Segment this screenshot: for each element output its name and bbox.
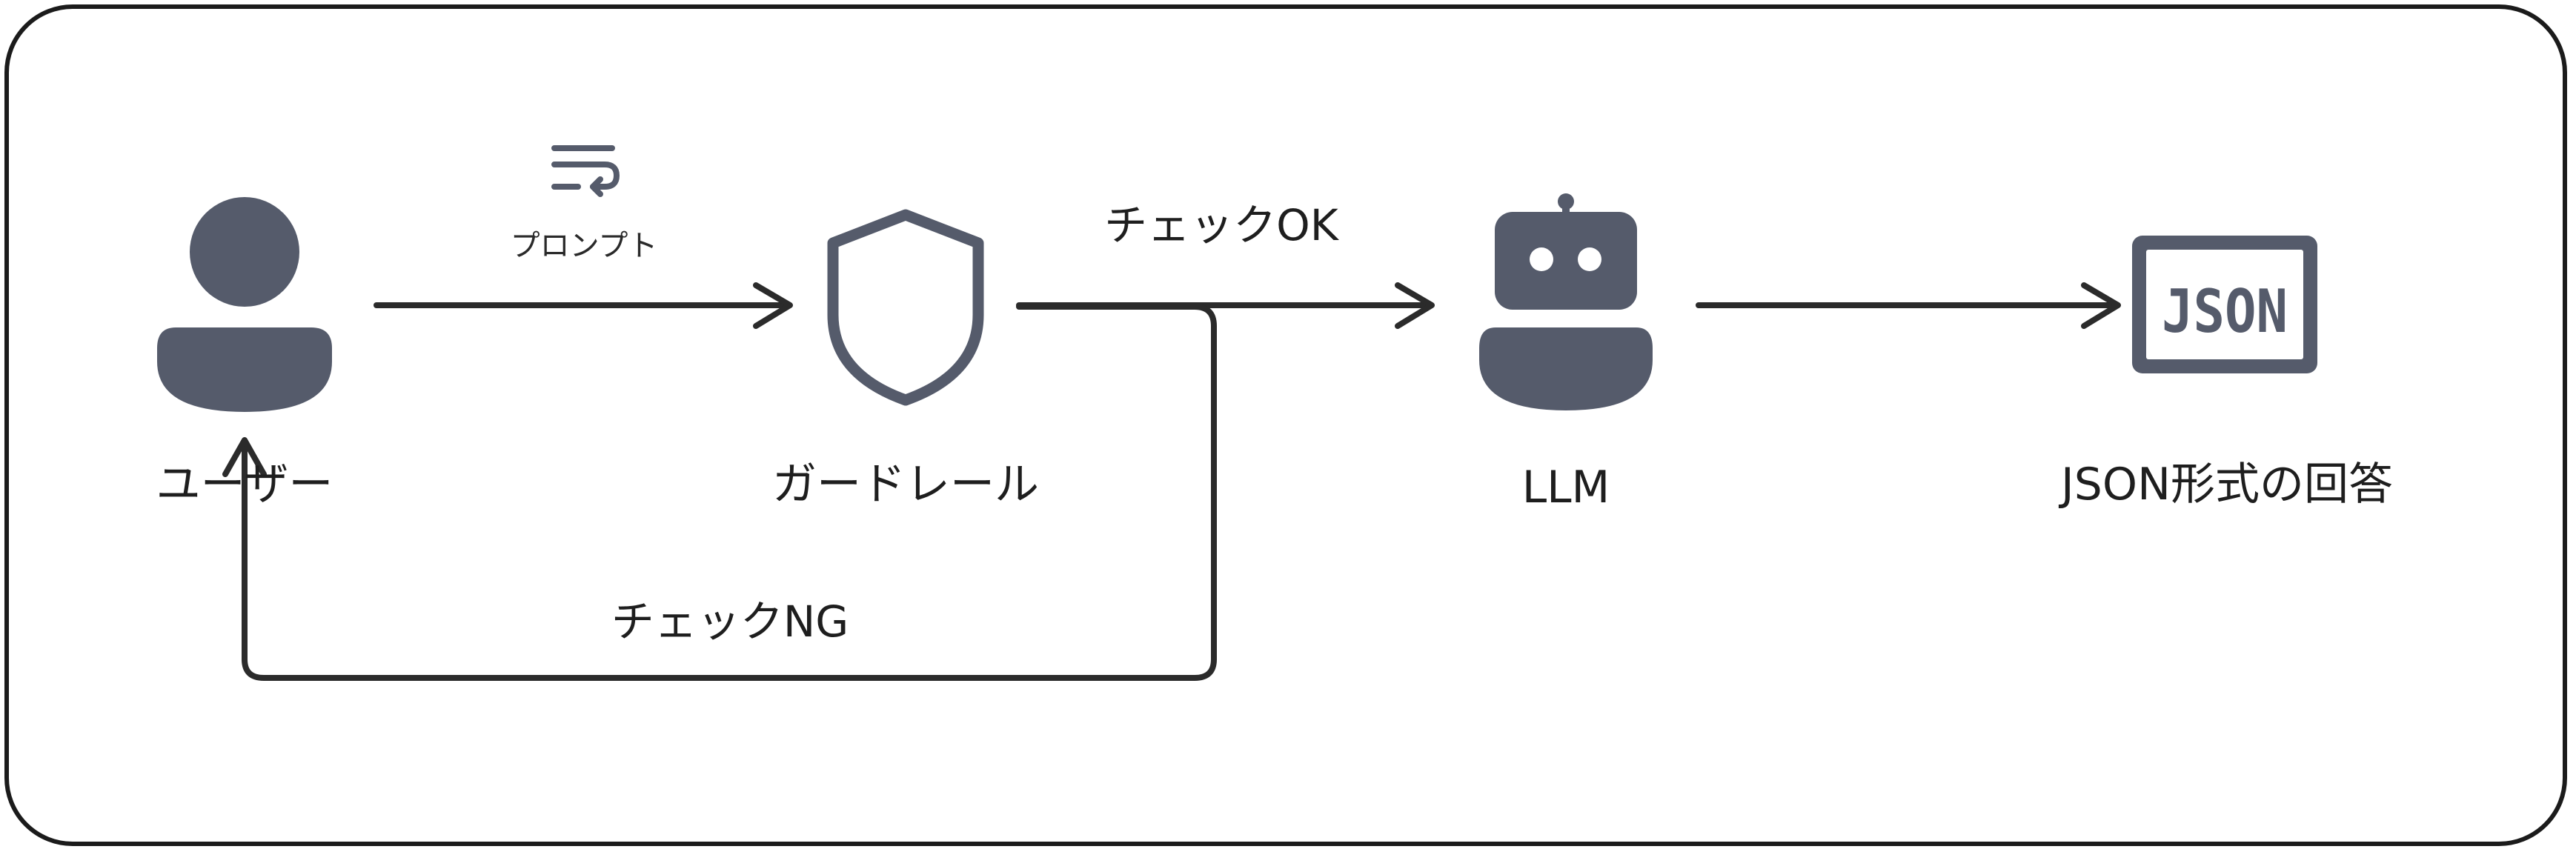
node-label-llm: LLM: [1521, 462, 1610, 513]
edge-label-check-ng: チェックNG: [611, 596, 849, 647]
shield-icon: [827, 209, 984, 406]
edge-label-check-ok: チェックOK: [1104, 200, 1338, 250]
edge-prompt: [374, 282, 793, 329]
user-icon: [157, 197, 332, 412]
diagram-frame: [4, 4, 2567, 846]
json-icon: JSON: [2132, 236, 2317, 373]
edge-llm-to-json: [1696, 282, 2121, 329]
edge-check-ng: [222, 304, 1217, 681]
robot-icon: [1479, 193, 1653, 410]
edge-label-prompt: プロンプト: [510, 229, 658, 263]
node-label-user: ユーザー: [156, 459, 333, 510]
node-label-json-answer: JSON形式の回答: [2061, 459, 2393, 510]
node-label-guardrail: ガードレール: [772, 459, 1039, 510]
json-icon-text: JSON: [2162, 277, 2288, 346]
text-wrap-icon: [551, 145, 620, 197]
